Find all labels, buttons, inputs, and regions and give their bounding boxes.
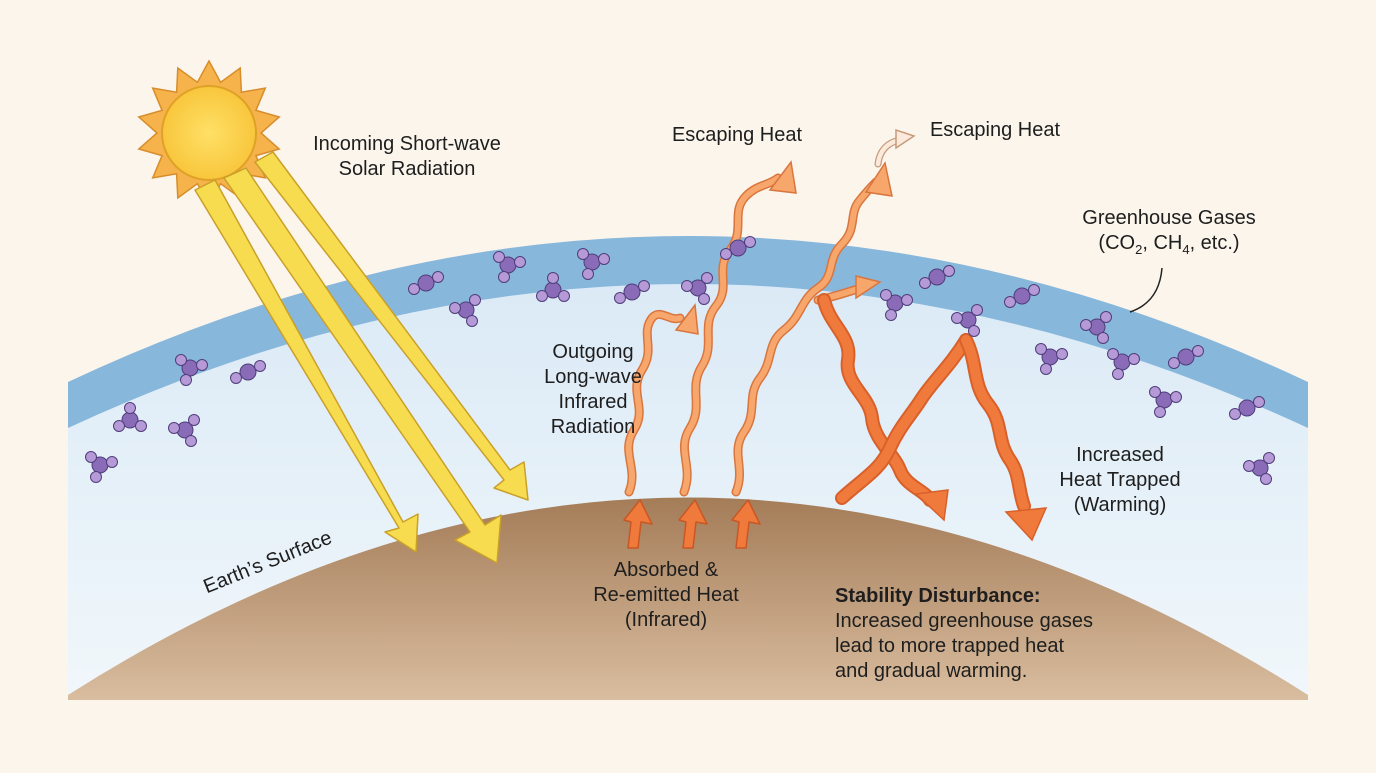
escaping-heat-label-left: Escaping Heat xyxy=(672,124,803,146)
molecule-icon xyxy=(536,272,570,302)
outgoing-radiation-label: Outgoing xyxy=(552,341,633,363)
solar-beam-arrow xyxy=(194,179,419,553)
molecule-icon xyxy=(1168,345,1204,369)
molecule-icon xyxy=(168,414,200,447)
trapped-heat-label: Increased xyxy=(1076,444,1164,466)
molecule-icon xyxy=(1080,311,1112,344)
molecule-icon xyxy=(449,294,481,327)
arrow-icon xyxy=(678,499,708,549)
molecule-icon xyxy=(230,360,266,384)
absorbed-heat-label: Re-emitted Heat xyxy=(593,584,739,606)
absorbed-heat-label: (Infrared) xyxy=(625,609,707,631)
molecule-icon xyxy=(175,354,208,386)
greenhouse-callout-line xyxy=(1129,267,1163,313)
trapped-heat-label: (Warming) xyxy=(1074,494,1167,516)
molecule-icon xyxy=(1035,343,1068,375)
incoming-radiation-label: Solar Radiation xyxy=(339,158,476,180)
molecule-icon xyxy=(1243,452,1275,485)
stability-text: lead to more trapped heat xyxy=(835,635,1064,657)
molecule-icon xyxy=(408,271,444,295)
outgoing-radiation-label: Infrared xyxy=(559,391,628,413)
arrow-icon xyxy=(731,499,761,549)
molecule-icon xyxy=(1149,386,1182,418)
molecule-icon xyxy=(85,451,118,483)
molecule-icon xyxy=(1004,284,1040,308)
outgoing-radiation-label: Long-wave xyxy=(544,366,642,388)
trapped-heat-label: Heat Trapped xyxy=(1059,469,1180,491)
molecule-icon xyxy=(681,272,713,305)
incoming-radiation-label: Incoming Short-wave xyxy=(313,133,501,155)
molecule-icon xyxy=(951,304,983,337)
greenhouse-gas-molecules xyxy=(85,236,1275,485)
earth-surface xyxy=(68,497,1308,700)
escaping-heat-label-right: Escaping Heat xyxy=(930,119,1061,141)
molecule-icon xyxy=(614,280,650,304)
molecule-icon xyxy=(493,251,526,283)
molecule-icon xyxy=(1229,396,1265,420)
absorbed-heat-label: Absorbed & xyxy=(614,559,719,581)
outgoing-infrared-arrows xyxy=(624,128,916,497)
greenhouse-gases-formula: (CO2, CH4, etc.) xyxy=(1098,232,1239,257)
molecule-icon xyxy=(880,289,913,321)
outgoing-radiation-label: Radiation xyxy=(551,416,636,438)
molecule-icon xyxy=(113,402,147,432)
arrow-icon xyxy=(623,499,653,549)
stability-title: Stability Disturbance: xyxy=(835,585,1041,607)
reemitted-heat-arrows xyxy=(623,499,761,549)
solar-beams xyxy=(194,151,529,564)
solar-beam-arrow xyxy=(254,151,529,501)
solar-beam-arrow xyxy=(223,167,502,564)
molecule-icon xyxy=(1107,348,1140,380)
molecule-icon xyxy=(577,248,610,280)
greenhouse-gases-label: Greenhouse Gases xyxy=(1082,207,1255,229)
stability-text: and gradual warming. xyxy=(835,660,1027,682)
molecule-icon xyxy=(919,265,955,289)
stability-text: Increased greenhouse gases xyxy=(835,610,1093,632)
trapped-heat-arrows xyxy=(817,293,1048,542)
molecule-icon xyxy=(720,236,756,260)
